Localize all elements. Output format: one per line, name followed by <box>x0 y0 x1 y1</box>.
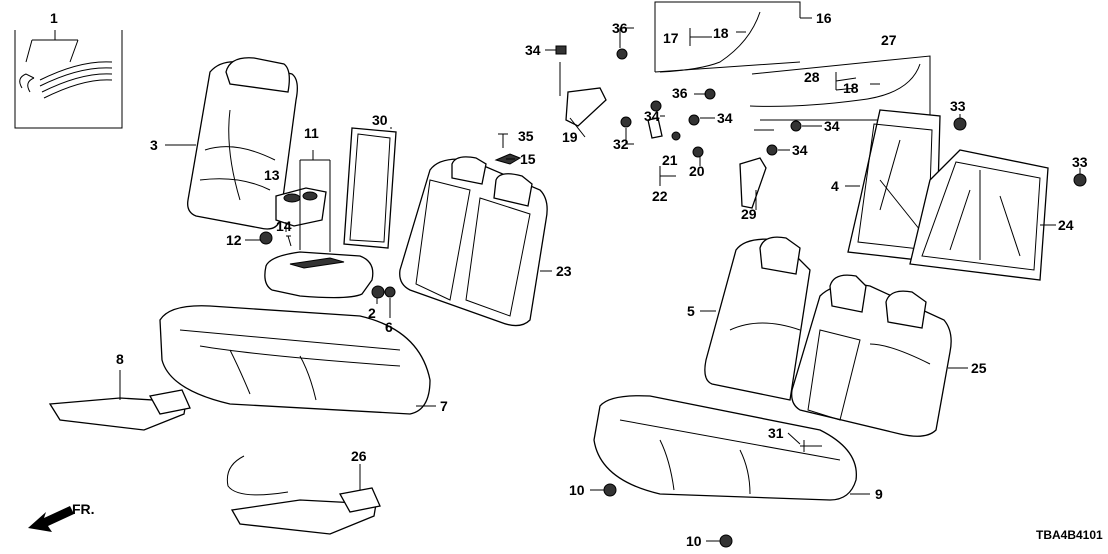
callout-20: 20 <box>689 163 705 179</box>
callout-labels: 1 3 13 14 12 11 30 35 15 23 2 6 8 7 26 3… <box>50 10 1103 549</box>
callout-14: 14 <box>276 218 292 234</box>
part-13-cupholder <box>275 187 327 227</box>
direction-label: FR. <box>72 501 95 517</box>
callout-9: 9 <box>875 486 883 502</box>
callout-10b: 10 <box>686 533 702 549</box>
part-30-panel <box>343 127 397 249</box>
part-8-heater <box>48 370 191 431</box>
part-11-armrest <box>264 150 374 299</box>
callout-28: 28 <box>804 69 820 85</box>
callout-7: 7 <box>440 398 448 414</box>
callout-31: 31 <box>768 425 784 441</box>
part-27-cable-box <box>749 55 931 121</box>
callout-4: 4 <box>831 178 839 194</box>
part-10-clip <box>719 534 733 548</box>
callout-3: 3 <box>150 137 158 153</box>
part-35-bolt <box>498 133 508 148</box>
part-6-washer <box>384 286 396 298</box>
part-19-bracket <box>555 45 607 127</box>
callout-13: 13 <box>264 167 280 183</box>
callout-32: 32 <box>613 136 629 152</box>
callout-34: 34 <box>525 42 541 58</box>
part-5-seatback <box>704 236 811 401</box>
part-23-seatback-rear <box>399 156 548 327</box>
callout-34b: 34 <box>644 108 660 124</box>
callout-29: 29 <box>741 206 757 222</box>
part-12-clip <box>259 231 273 245</box>
part-25-seatback <box>791 274 952 437</box>
callout-11: 11 <box>304 125 319 141</box>
callout-34c: 34 <box>717 110 733 126</box>
callout-35: 35 <box>518 128 534 144</box>
callout-10: 10 <box>569 482 585 498</box>
part-9-seat-cushion <box>593 395 857 501</box>
callout-25: 25 <box>971 360 987 376</box>
callout-22: 22 <box>652 188 668 204</box>
callout-6: 6 <box>385 319 393 335</box>
callout-34d: 34 <box>824 118 840 134</box>
callout-2: 2 <box>368 305 376 321</box>
part-7-seat-cushion <box>159 305 431 415</box>
callout-18: 18 <box>713 25 729 41</box>
callout-16: 16 <box>816 10 832 26</box>
part-14-screw <box>286 235 292 247</box>
leader-lines <box>165 27 1081 542</box>
part-2-nut <box>371 285 385 299</box>
callout-1: 1 <box>50 10 58 26</box>
callout-5: 5 <box>687 303 695 319</box>
callout-36: 36 <box>612 20 628 36</box>
callout-33: 33 <box>950 98 966 114</box>
part-24-frame <box>909 149 1049 281</box>
callout-24: 24 <box>1058 217 1074 233</box>
callout-8: 8 <box>116 351 124 367</box>
part-33-clip <box>953 117 967 131</box>
front-direction-arrow: FR. <box>28 501 95 532</box>
callout-17: 17 <box>663 30 679 46</box>
callout-19: 19 <box>562 129 578 145</box>
part-1-clips <box>14 30 123 129</box>
callout-26: 26 <box>351 448 367 464</box>
callout-23: 23 <box>556 263 572 279</box>
callout-18b: 18 <box>843 80 859 96</box>
callout-34e: 34 <box>792 142 808 158</box>
part-16-cable-box <box>654 1 812 73</box>
callout-33b: 33 <box>1072 154 1088 170</box>
part-3-seatback-left <box>187 57 298 230</box>
part-26-heater-wire <box>226 455 381 535</box>
callout-36b: 36 <box>672 85 688 101</box>
callout-21: 21 <box>662 152 678 168</box>
callout-12: 12 <box>226 232 242 248</box>
callout-27: 27 <box>881 32 897 48</box>
part-10-clip <box>603 483 617 497</box>
callout-30: 30 <box>372 112 388 128</box>
diagram-code: TBA4B4101 <box>1036 528 1103 542</box>
part-33-clip <box>1073 173 1087 187</box>
part-31-bolt <box>800 440 822 452</box>
callout-15: 15 <box>520 151 536 167</box>
fasteners-center <box>616 48 802 209</box>
